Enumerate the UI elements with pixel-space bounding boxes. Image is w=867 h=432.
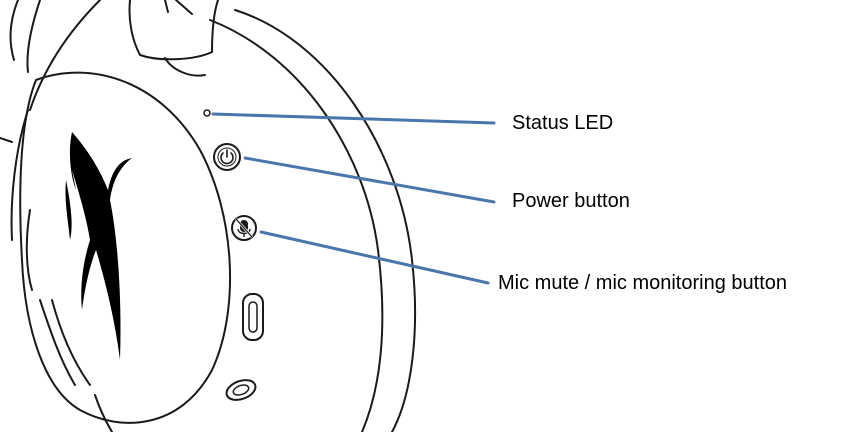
leader-lines bbox=[211, 112, 496, 285]
cushion-inner-top bbox=[26, 0, 41, 73]
cushion-edge-top bbox=[9, 0, 19, 61]
brand-logo bbox=[65, 132, 132, 360]
audio-jack bbox=[225, 379, 257, 401]
mic-button-label: Mic mute / mic monitoring button bbox=[498, 272, 787, 294]
headset-outline bbox=[0, 0, 417, 432]
cup-arc-outer bbox=[234, 9, 417, 432]
mic-mute-button[interactable] bbox=[231, 215, 257, 241]
logo-mark bbox=[69, 132, 132, 360]
cushion-seg-3 bbox=[39, 299, 76, 386]
cushion-seg-4 bbox=[51, 299, 91, 386]
logo-accent bbox=[65, 180, 72, 240]
cup-arc-inner bbox=[209, 19, 384, 432]
leader-status-led bbox=[211, 112, 496, 125]
strap-base bbox=[164, 57, 206, 77]
cushion-seg-2 bbox=[25, 209, 33, 291]
power-button[interactable] bbox=[213, 143, 241, 171]
cable-stub bbox=[0, 137, 13, 143]
leader-mic-button bbox=[259, 230, 490, 285]
headband-detail bbox=[164, 0, 193, 15]
usb-c-port bbox=[242, 293, 264, 341]
cushion-seg-1 bbox=[10, 109, 29, 241]
status-led-label: Status LED bbox=[512, 112, 614, 134]
status-led bbox=[203, 109, 211, 117]
cup-plate bbox=[19, 71, 232, 424]
cup-arc-1 bbox=[29, 0, 101, 111]
mic-mute-icon bbox=[235, 218, 253, 238]
leader-power-button bbox=[243, 156, 496, 204]
power-button-label: Power button bbox=[512, 190, 630, 212]
headband-strap bbox=[128, 0, 219, 61]
power-icon bbox=[220, 149, 234, 165]
cushion-seg-5 bbox=[94, 394, 113, 432]
